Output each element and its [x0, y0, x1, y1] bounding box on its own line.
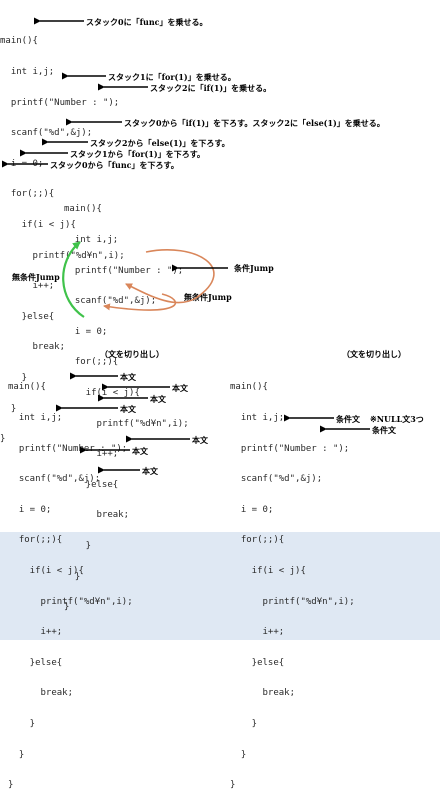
code-line: if(i < j){	[8, 565, 84, 576]
code-line: break;	[0, 342, 66, 353]
code-line: }	[0, 403, 17, 414]
label-unconditional-jump-left: 無条件Jump	[12, 272, 60, 282]
body-label: 本文	[120, 372, 136, 382]
code-line: break;	[8, 688, 74, 699]
code-line: printf("Number : ");	[8, 443, 128, 454]
body-label: 本文	[132, 446, 148, 456]
stack-note: スタック2に「if(1)」を乗せる。	[150, 83, 272, 93]
code-line: }else{	[230, 657, 285, 668]
code-line: if(i < j){	[230, 565, 306, 576]
code-line: }	[230, 780, 236, 791]
lower-background	[0, 532, 440, 640]
code-line: printf("Number : ");	[230, 443, 350, 454]
label-conditional-jump: 条件Jump	[234, 263, 274, 273]
body-label: 本文	[120, 404, 136, 414]
code-line: }else{	[0, 311, 55, 322]
stack-note: スタック2から「else(1)」を下ろす。	[90, 138, 230, 148]
code-line: break;	[64, 510, 130, 521]
code-line: i++;	[64, 449, 119, 460]
code-line: scanf("%d",&j);	[64, 296, 157, 307]
code-line: main(){	[64, 204, 102, 215]
code-line: printf("%d¥n",i);	[230, 596, 355, 607]
code-line: i = 0;	[8, 504, 52, 515]
code-line: for(;;){	[8, 535, 63, 546]
code-line: printf("Number : ");	[64, 265, 184, 276]
stack-note: スタック0から「if(1)」を下ろす。スタック2に「else(1)」を乗せる。	[124, 118, 385, 128]
code-line: }	[8, 718, 36, 729]
code-line: printf("%d¥n",i);	[64, 418, 189, 429]
code-line: }else{	[64, 479, 119, 490]
code-line: }	[8, 780, 14, 791]
code-line: break;	[230, 688, 296, 699]
code-line: i = 0;	[230, 504, 274, 515]
stack-note: スタック0に「func」を乗せる。	[86, 17, 208, 27]
body-label: 本文	[142, 466, 158, 476]
code-line: int i,j;	[64, 235, 119, 245]
code-listing-body: main(){ int i,j; printf("Number : "); sc…	[8, 362, 133, 801]
code-line: main(){	[0, 36, 38, 47]
code-line: i = 0;	[64, 326, 108, 337]
code-line: scanf("%d",&j);	[8, 474, 101, 485]
code-line: for(;;){	[230, 535, 285, 546]
code-line: int i,j;	[230, 413, 285, 423]
code-line: }	[64, 540, 92, 551]
condition-label: 条件文	[336, 414, 360, 424]
code-line: for(;;){	[64, 357, 119, 368]
code-line: for(;;){	[0, 189, 55, 200]
code-line: i++;	[0, 281, 55, 292]
code-line: if(i < j){	[0, 219, 76, 230]
code-line: main(){	[230, 382, 268, 393]
code-line: scanf("%d",&j);	[0, 128, 93, 139]
code-line: }	[230, 718, 258, 729]
code-line: if(i < j){	[64, 387, 140, 398]
code-line: printf("%d¥n",i);	[8, 596, 133, 607]
code-line: }	[230, 749, 247, 760]
code-listing-conditions: main(){ int i,j; printf("Number : "); sc…	[230, 362, 355, 801]
body-label: 本文	[172, 383, 188, 393]
code-line: }else{	[8, 657, 63, 668]
null-statement-note: ※NULL文3つ	[370, 414, 424, 424]
code-line: printf("Number : ");	[0, 97, 120, 108]
stack-note: スタック1から「for(1)」を下ろす。	[70, 149, 205, 159]
stack-note: スタック1に「for(1)」を乗せる。	[108, 72, 236, 82]
code-line: }	[8, 749, 25, 760]
code-line: }	[64, 602, 70, 613]
body-label: 本文	[150, 394, 166, 404]
code-line: i++;	[8, 627, 63, 638]
stack-note: スタック0から「func」を下ろす。	[50, 160, 179, 170]
condition-label: 条件文	[372, 425, 396, 435]
body-label: 本文	[192, 435, 208, 445]
label-unconditional-jump-bottom: 無条件Jump	[184, 292, 232, 302]
code-line: main(){	[8, 382, 46, 393]
code-line: int i,j;	[0, 67, 55, 77]
code-line: }	[0, 372, 28, 383]
code-line: }	[64, 571, 81, 582]
code-line: }	[0, 434, 6, 445]
code-line: int i,j;	[8, 413, 63, 423]
code-line: scanf("%d",&j);	[230, 474, 323, 485]
code-line: i++;	[230, 627, 285, 638]
caption-right: （文を切り出し）	[342, 349, 406, 359]
caption-left: （文を切り出し）	[100, 349, 164, 359]
